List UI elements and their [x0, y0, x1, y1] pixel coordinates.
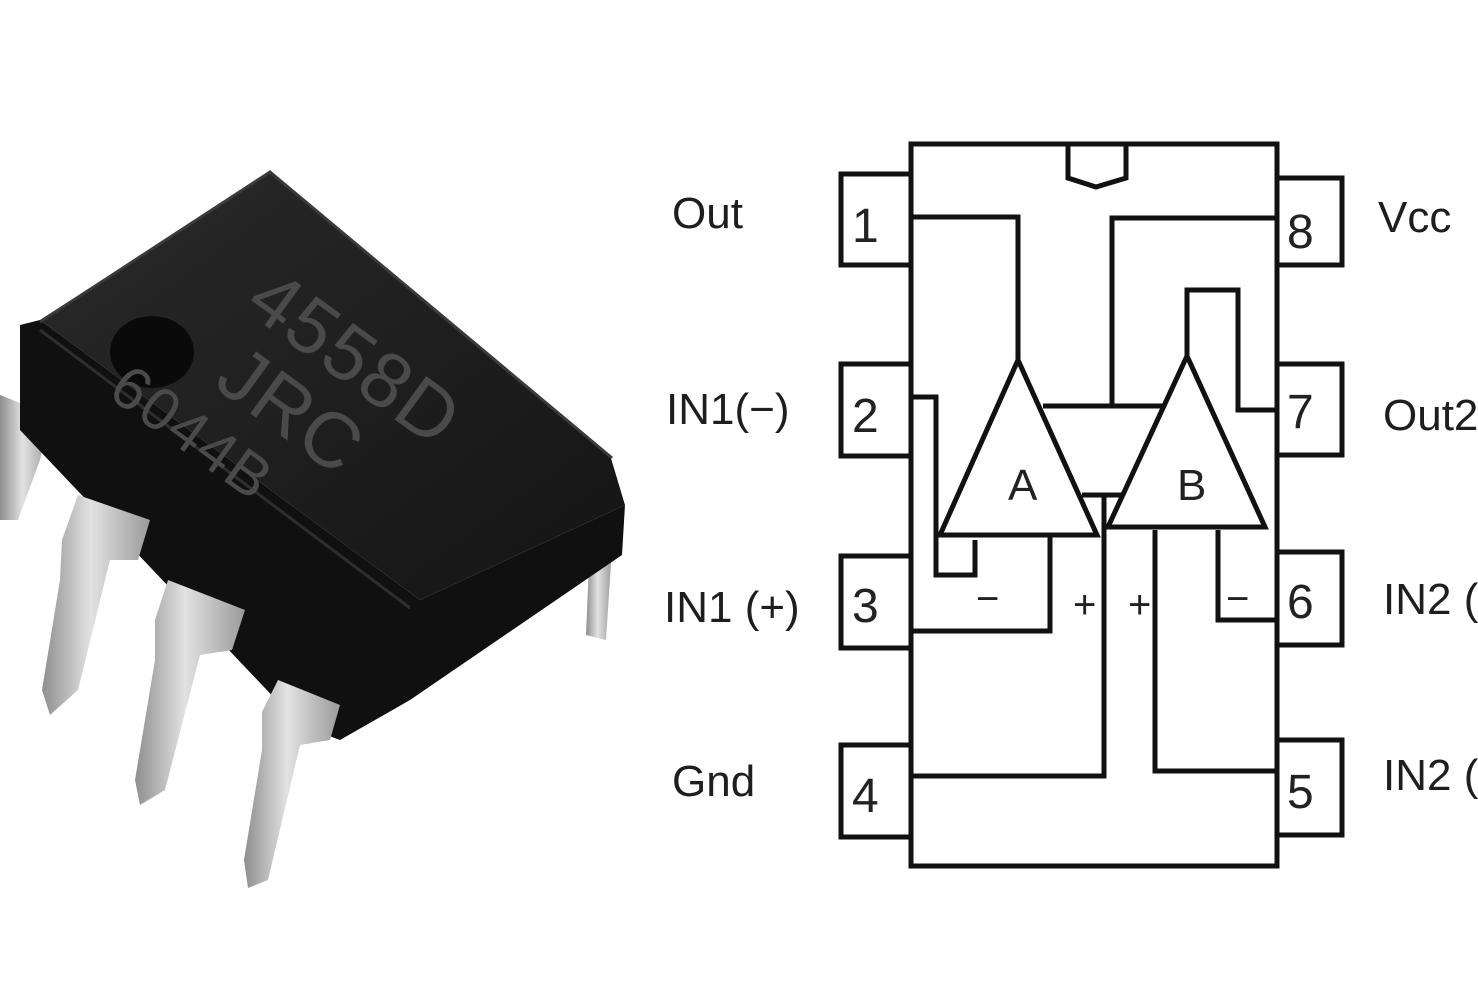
pin-label-8: Vcc [1378, 193, 1451, 242]
wire-out-b [1184, 287, 1277, 413]
pin-label-3: IN1 (+) [664, 583, 800, 632]
wire-out-a [911, 214, 1021, 360]
opamp-b-label: B [1177, 461, 1206, 510]
wire-in2-plus [1152, 530, 1277, 774]
ic-body-top [40, 172, 625, 600]
pin-box-6 [1274, 549, 1345, 648]
pin-box-3 [838, 553, 914, 651]
pin-number-7: 7 [1287, 386, 1314, 439]
pin-number-5: 5 [1287, 766, 1314, 819]
pin-box-5 [1274, 737, 1345, 838]
wire-in1-minus [911, 394, 978, 578]
wire-vcc [1109, 215, 1277, 406]
opamp-b-plus-sign: + [1128, 583, 1151, 627]
chip-outline [908, 141, 1280, 869]
pin-box-4 [838, 742, 914, 840]
opamp-a-plus-sign: + [1073, 583, 1096, 627]
wire-gnd [911, 497, 1107, 779]
opamp-a-symbol [936, 353, 1101, 538]
ic-body-side [20, 320, 625, 740]
pin-label-7: Out2 [1383, 391, 1478, 440]
ic-pin-front-1 [42, 495, 150, 715]
opamp-a-minus-sign: − [976, 577, 999, 621]
pin-box-2 [838, 361, 914, 459]
pin-number-3: 3 [852, 580, 879, 633]
wire-in2-minus [1215, 530, 1277, 623]
pin-label-5: IN2 ( [1383, 751, 1478, 800]
pin-number-4: 4 [852, 770, 879, 823]
ic-pin-front-2 [135, 580, 245, 805]
pin-label-4: Gnd [672, 757, 755, 806]
pin1-dimple [110, 316, 194, 388]
pin-number-1: 1 [852, 200, 879, 253]
pin-label-6: IN2 ( [1383, 575, 1478, 624]
ic-photo: 4558D JRC 6044B [0, 170, 625, 888]
opamp-b-minus-sign: − [1226, 577, 1249, 621]
pin-number-6: 6 [1287, 576, 1314, 629]
opamp-a-label: A [1008, 461, 1038, 510]
opamp-b-symbol [1104, 350, 1269, 530]
pin-number-8: 8 [1287, 206, 1314, 259]
pin-label-1: Out [672, 189, 743, 238]
wire-in1-plus [911, 537, 1053, 634]
pin-label-2: IN1(−) [666, 385, 789, 434]
ic-pin-front-3 [244, 680, 340, 888]
chip-notch [1065, 144, 1129, 190]
pin-box-8 [1274, 175, 1345, 268]
pin-number-2: 2 [852, 390, 879, 443]
